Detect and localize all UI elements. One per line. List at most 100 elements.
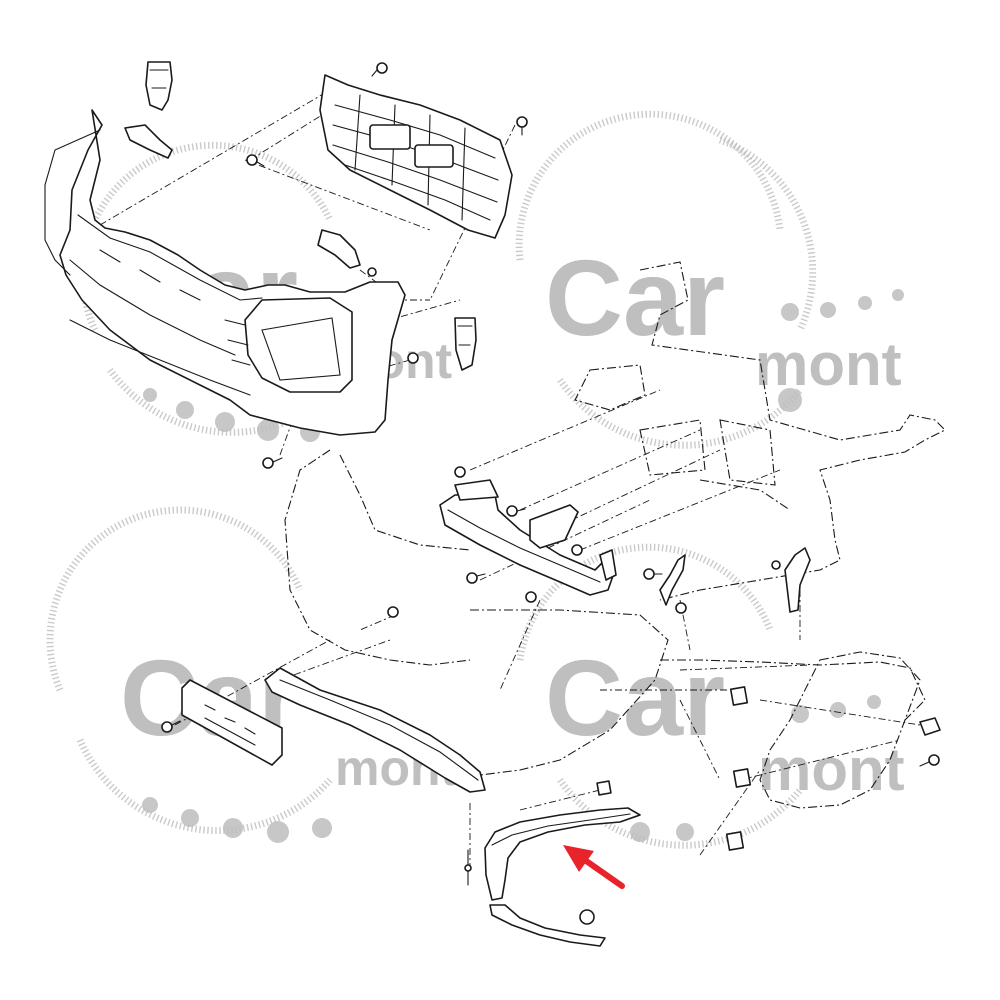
push-clip[interactable] [919, 717, 941, 736]
fender-liner-outline [759, 651, 921, 809]
watermark-dot [791, 705, 809, 723]
clip-nut[interactable] [596, 780, 612, 796]
bumper-ghost-outline [284, 449, 471, 666]
watermark-dot [312, 818, 332, 838]
bracket-side-mount[interactable] [124, 124, 173, 159]
watermark-dot [142, 797, 158, 813]
leader-line [249, 109, 331, 161]
grille-bar [332, 144, 498, 203]
lower-spoiler[interactable] [264, 667, 486, 793]
bracket-upper-detail [149, 69, 169, 89]
stay-right[interactable] [784, 547, 811, 613]
bolt[interactable] [367, 267, 377, 277]
watermark-bottom-left: Car mont [46, 506, 458, 843]
leader-line [759, 699, 921, 726]
fog-lamp-opening [261, 317, 341, 381]
license-bracket-plate [181, 679, 283, 766]
watermark-brand-sub: mont [758, 736, 905, 803]
watermark-brand-main: Car [545, 237, 725, 358]
leader-line [244, 159, 431, 231]
bolt[interactable] [571, 544, 583, 556]
watermark-dot [858, 296, 872, 310]
bolt[interactable] [407, 352, 419, 364]
trim-molding-lower [489, 904, 606, 947]
bumper-ghost-line [339, 454, 471, 551]
push-clip-round[interactable] [579, 909, 595, 925]
bolts [161, 62, 940, 886]
bumper-cover-tabs [99, 249, 201, 301]
clip-nut[interactable] [725, 831, 745, 851]
grille-sensor-mount [414, 144, 454, 168]
watermark-dot [781, 303, 799, 321]
leader-line [469, 389, 661, 471]
watermark-ring [46, 506, 304, 692]
front-bumper-cover[interactable] [44, 109, 406, 436]
radiator-grille[interactable] [319, 74, 513, 239]
bolt[interactable] [506, 505, 526, 517]
lower-trim-molding-outer[interactable] [489, 904, 606, 947]
watermark-dot [676, 823, 694, 841]
leader-line [739, 739, 901, 781]
bolt[interactable] [454, 466, 466, 478]
watermark-dot [223, 818, 243, 838]
watermark-dot [778, 388, 802, 412]
bumper-cover-lower-crease [69, 319, 251, 396]
bracket-lower-mount[interactable] [454, 317, 477, 371]
bolt[interactable] [919, 754, 940, 767]
reinforcement-bracket [529, 504, 579, 549]
bolt[interactable] [387, 606, 399, 618]
license-plate-bracket[interactable] [181, 679, 283, 766]
clip-nut[interactable] [732, 768, 752, 788]
bolt[interactable] [771, 560, 781, 570]
watermark-dot [830, 702, 846, 718]
watermark-dot [630, 822, 650, 842]
body-line [699, 479, 791, 511]
fog-lamp-housing[interactable] [244, 297, 353, 393]
side-stays [659, 547, 811, 613]
bracket-upper[interactable] [145, 61, 173, 111]
body-panel [574, 364, 646, 411]
bolt[interactable] [466, 572, 486, 584]
lower-spoiler-body [264, 667, 486, 793]
leader-line [579, 469, 781, 551]
watermark-dot [176, 401, 194, 419]
body-outline [639, 261, 946, 601]
bolt[interactable] [161, 720, 181, 733]
fender-liner-ghost [660, 659, 926, 721]
watermark-dot [892, 289, 904, 301]
bracket-center-mount[interactable] [317, 229, 361, 269]
bumper-reinforcement[interactable] [439, 479, 617, 596]
bolt[interactable] [525, 591, 537, 603]
watermark-group: Car mont Car mont Car mont [46, 110, 905, 849]
bumper-cover-crease [69, 259, 236, 356]
lower-trim-molding[interactable] [484, 807, 641, 901]
bumper-cover-ribs [224, 319, 251, 366]
bolt[interactable] [371, 62, 388, 77]
watermark-ring [718, 136, 817, 332]
bolt[interactable] [246, 154, 265, 167]
watermark-dot [143, 388, 157, 402]
stay-left[interactable] [659, 554, 686, 606]
leader-line [299, 299, 461, 346]
bolt[interactable] [262, 457, 283, 469]
reinforcement-end-right [599, 549, 617, 581]
reinforcement-beam-edge [447, 509, 601, 583]
lower-spoiler-edge [279, 679, 479, 781]
bolt[interactable] [675, 602, 687, 614]
grille-bar [344, 164, 491, 221]
clip-nut[interactable] [729, 686, 749, 706]
fender-liner[interactable] [759, 651, 921, 809]
watermark-dot [215, 412, 235, 432]
watermark-dot [257, 419, 279, 441]
watermark-ring [515, 110, 784, 261]
reinforcement-end-left [454, 479, 499, 501]
bumper-cover-side [44, 129, 101, 276]
grille-bar [334, 104, 496, 159]
leader-line [679, 599, 691, 651]
bolt[interactable] [464, 849, 472, 886]
watermark-bottom-right: Car mont [516, 543, 905, 849]
bolt[interactable] [643, 568, 663, 580]
body-panel [719, 419, 776, 486]
bolt[interactable] [516, 116, 528, 136]
